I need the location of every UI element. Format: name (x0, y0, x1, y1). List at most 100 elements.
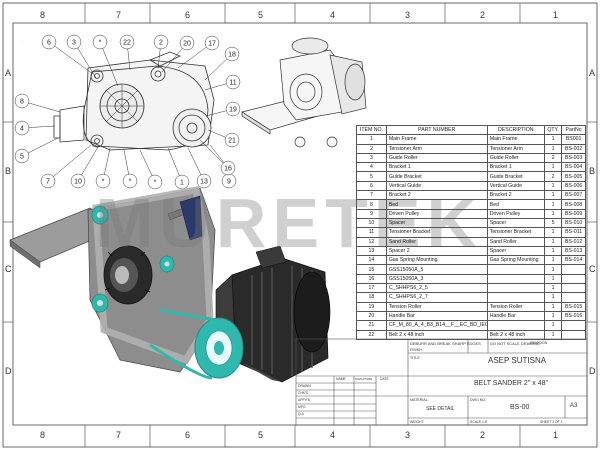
zone-col-label: 5 (258, 430, 264, 440)
balloon (70, 173, 86, 189)
zone-row-label: A (589, 68, 596, 78)
bom-part-number: Main Frame (385, 134, 488, 145)
row-mfg: MFG (298, 405, 306, 409)
bom-description: Tension Roller (486, 301, 545, 312)
finish-label: FINISH: (410, 348, 423, 352)
bom-header-row: ITEM NO. PART NUMBER DESCRIPTION QTY. Pa… (356, 124, 586, 136)
row-drawn: DRAWN (298, 384, 311, 388)
zone-col-label: 8 (40, 430, 46, 440)
balloon-number: 7 (46, 179, 50, 186)
revision-label: REVISION (530, 341, 548, 345)
bom-part-no: BS-012 (561, 236, 586, 247)
bom-part-number: Tensioner Arm (385, 143, 488, 154)
bom-description: Bracket 1 (486, 162, 545, 173)
zone-row-label: D (589, 366, 596, 376)
deburr-note: DEBURR AND BREAK SHARP EDGES (410, 341, 481, 346)
bom-qty: 1 (543, 292, 563, 303)
balloon-number: 16 (224, 166, 232, 173)
bom-header-qty: QTY. (543, 124, 563, 136)
bom-part-number: Vertical Guide (385, 180, 488, 192)
bom-part-number: Sand Roller (385, 236, 488, 247)
balloon (224, 132, 240, 148)
bom-qty: 1 (543, 180, 563, 192)
balloon-number: 19 (229, 107, 237, 114)
bom-part-number: C_SHHPS6_2_7 (385, 292, 488, 303)
balloon-number: 6 (47, 40, 51, 47)
bom-part-no: BS-003 (561, 152, 586, 164)
bom-part-number: GSS15050A_3 (385, 273, 488, 285)
zone-col-label: 3 (405, 430, 411, 440)
balloon (179, 35, 195, 51)
balloon (66, 34, 82, 50)
balloon-number: 10 (74, 179, 82, 186)
bom-part-number: CF_M_80_A_4_B3_B14__F__EC_BD_IEC_80_B_A.… (385, 320, 488, 331)
balloon-number: 8 (20, 99, 24, 106)
bom-item-no: 3 (356, 152, 387, 164)
bom-item-no: 18 (356, 292, 387, 303)
bom-part-no: BS-005 (561, 171, 586, 182)
bom-part-no: BS-009 (561, 208, 586, 219)
bom-item-no: 21 (356, 320, 387, 331)
row-qa: Q.A (298, 412, 304, 416)
row-checked: CHK'D (298, 391, 309, 395)
bom-part-no (561, 329, 586, 340)
bom-part-no: BS-008 (561, 199, 586, 210)
balloon (119, 34, 135, 50)
bom-part-number: Bracket 1 (385, 162, 488, 173)
bom-item-no: 20 (356, 310, 387, 322)
bom-qty: 1 (543, 264, 563, 275)
balloon (220, 160, 236, 176)
bom-description: Spacer (486, 217, 545, 229)
bom-qty: 2 (543, 152, 563, 164)
bom-qty: 5 (543, 217, 563, 229)
balloon (92, 34, 108, 50)
bom-row: 21CF_M_80_A_4_B3_B14__F__EC_BD_IEC_80_B_… (356, 320, 586, 331)
bom-description: Tensioner Bracket (486, 227, 545, 238)
bom-qty: 1 (543, 255, 563, 266)
zone-col-label: 2 (480, 10, 486, 20)
title-block-frame (295, 338, 588, 426)
bom-part-no: BS-016 (561, 310, 586, 322)
bom-item-no: 10 (356, 217, 387, 229)
bom-part-no: BS-011 (561, 227, 586, 238)
bom-part-number: Gas Spring Mounting (385, 255, 488, 266)
balloon-number: 5 (20, 154, 24, 161)
bom-qty: 1 (543, 320, 563, 331)
balloon-number: 1 (180, 180, 184, 187)
balloon (14, 120, 30, 136)
no-scale-note: DO NOT SCALE DRAWING (490, 341, 541, 346)
zone-col-label: 3 (405, 10, 411, 20)
bom-qty: 1 (543, 162, 563, 173)
balloon (40, 173, 56, 189)
balloon-number: 3 (72, 40, 76, 47)
bom-part-number: Bed (385, 199, 488, 210)
bom-qty: 1 (543, 301, 563, 312)
balloon-number: 11 (229, 80, 236, 87)
bom-description: Vertical Guide (486, 180, 545, 192)
material-note: SEE DETAIL (426, 406, 455, 412)
balloon-number: 9 (227, 179, 231, 186)
bom-description: Guide Roller (486, 152, 545, 164)
bom-qty: 1 (543, 310, 563, 322)
bom-item-no: 17 (356, 283, 387, 294)
zone-col-label: 1 (553, 430, 559, 440)
bom-part-number: Bracket 2 (385, 190, 488, 201)
zone-col-label: 7 (116, 10, 122, 20)
drawing-title: BELT SANDER 2" x 48" (474, 380, 548, 387)
balloon-number: 4 (20, 126, 24, 133)
bom-header-desc: DESCRIPTION (486, 124, 545, 136)
bom-part-no (561, 283, 586, 294)
bom-part-no (561, 273, 586, 285)
bom-item-no: 12 (356, 236, 387, 247)
title-label: TITLE: (410, 356, 421, 360)
bom-description (486, 320, 545, 331)
